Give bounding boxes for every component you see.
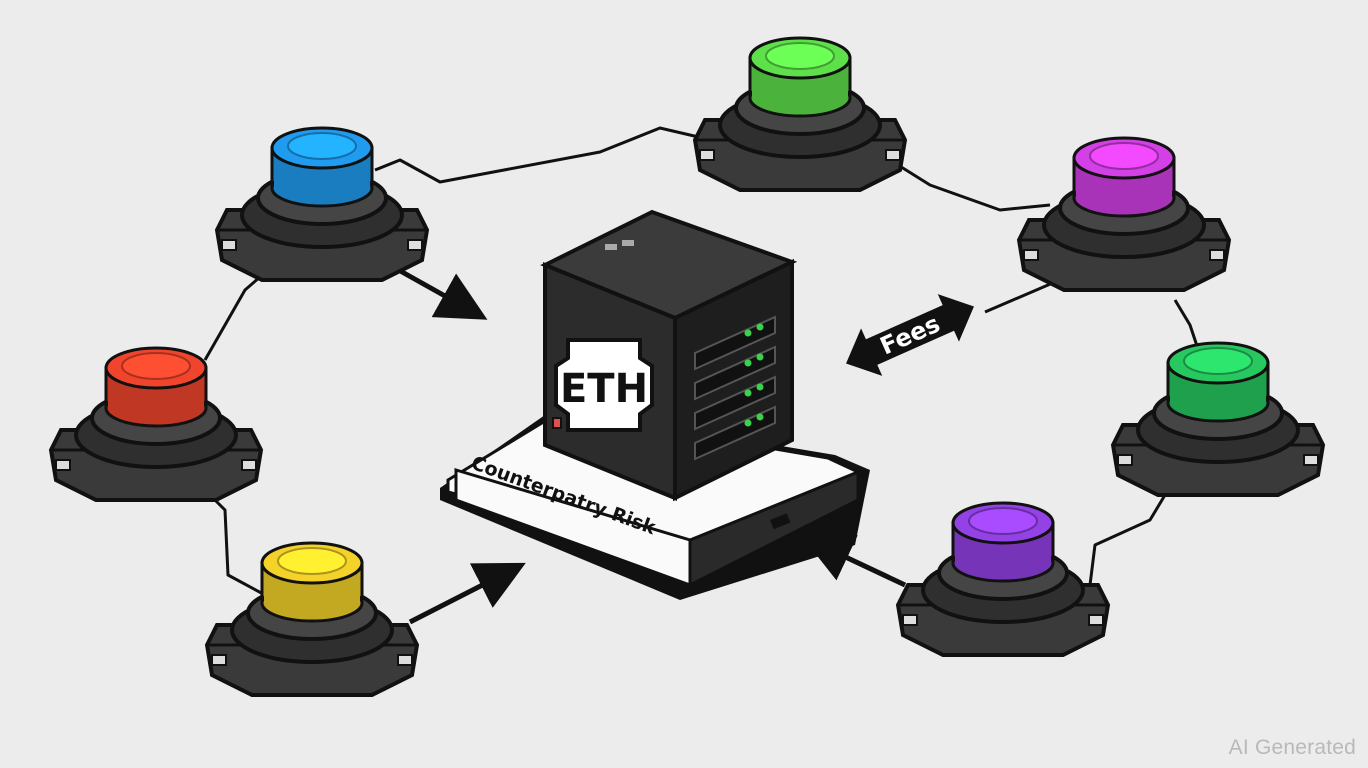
drive-led <box>756 353 764 361</box>
node-green <box>692 36 908 192</box>
drive-bay <box>694 375 776 431</box>
eth-label: ETH <box>560 366 648 412</box>
link-blue-red <box>203 268 269 361</box>
drive-led <box>744 389 752 397</box>
node-emerald <box>1110 341 1326 497</box>
arrow-blue-to-server <box>393 265 488 320</box>
node-blue <box>214 126 430 282</box>
arrow-yellow-to-server <box>408 562 526 625</box>
arrow-magenta-link <box>984 280 1056 314</box>
drive-led <box>744 359 752 367</box>
drive-led <box>756 383 764 391</box>
drive-led <box>756 413 764 421</box>
fees-arrow-shape <box>846 294 974 376</box>
node-yellow <box>204 541 420 697</box>
drive-bay <box>694 315 776 371</box>
drive-led <box>744 329 752 337</box>
arrows <box>393 265 1056 625</box>
link-green-magenta <box>889 158 1051 212</box>
arrow-purple-to-server <box>801 535 907 588</box>
drive-led <box>744 419 752 427</box>
nodes <box>48 36 1326 697</box>
link-emerald-purple <box>1088 494 1167 586</box>
fees-double-arrow: Fees <box>846 294 974 376</box>
server-power-led <box>552 417 562 429</box>
drive-led <box>756 323 764 331</box>
watermark: AI Generated <box>1228 736 1356 759</box>
link-red-yellow <box>208 493 266 597</box>
drive-bay <box>694 345 776 401</box>
fees-label: Fees <box>876 310 944 361</box>
drive-bays <box>694 315 776 461</box>
node-red <box>48 346 264 502</box>
drive-bay <box>694 405 776 461</box>
node-purple <box>895 501 1111 657</box>
eth-chip: ETH <box>552 338 654 432</box>
node-magenta <box>1016 136 1232 292</box>
link-blue-green <box>374 126 721 184</box>
